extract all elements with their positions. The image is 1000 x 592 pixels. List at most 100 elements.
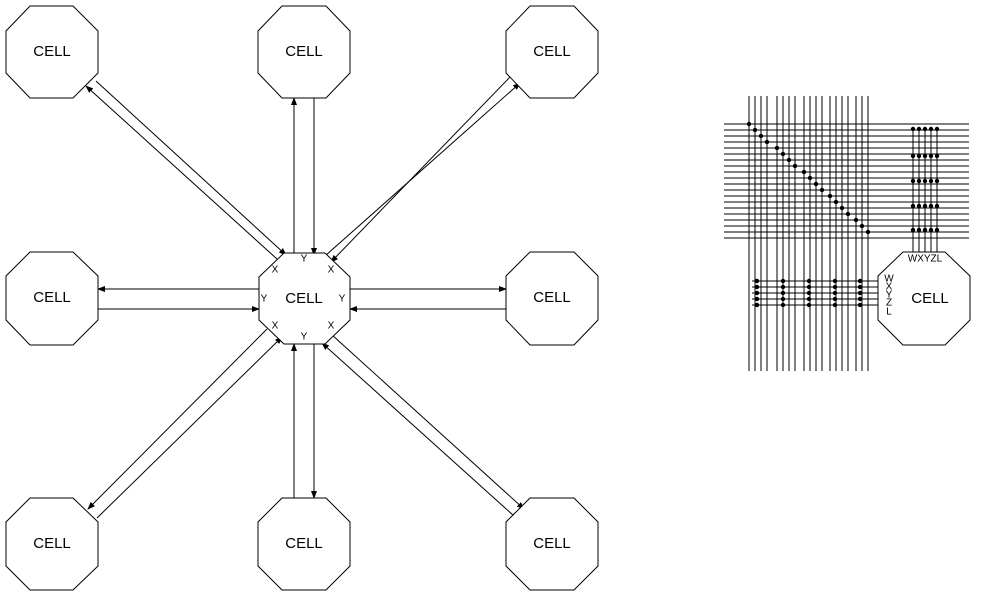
port-label-x: X — [328, 321, 335, 332]
cell-label: CELL — [533, 43, 571, 60]
junction-dot — [857, 290, 863, 296]
junction-dot — [819, 187, 825, 193]
arrow-to-bottom-right — [330, 333, 525, 510]
junction-dot — [839, 205, 845, 211]
cell-label: CELL — [533, 289, 571, 306]
side-port-label-y: Y — [886, 290, 893, 301]
junction-dot — [934, 126, 940, 132]
junction-dot — [758, 133, 764, 139]
junction-dot — [780, 290, 786, 296]
cell-label: CELL — [33, 43, 71, 60]
junction-dot — [928, 153, 934, 159]
port-label-y: Y — [301, 254, 308, 265]
cell-bottom-center: CELL — [257, 497, 351, 591]
junction-dot — [853, 217, 859, 223]
arrow-from-bottom-right — [321, 342, 515, 517]
junction-dot — [922, 126, 928, 132]
cell-label: CELL — [285, 535, 323, 552]
junction-dot — [928, 126, 934, 132]
port-label-x: X — [328, 265, 335, 276]
junction-dot — [910, 126, 916, 132]
side-port-label-z: Z — [886, 298, 892, 309]
junction-dot — [764, 139, 770, 145]
junction-dot — [833, 199, 839, 205]
junction-dot — [916, 153, 922, 159]
junction-dot — [754, 302, 760, 308]
junction-dot — [754, 296, 760, 302]
side-port-labels: W X Y Z L — [884, 274, 894, 318]
cell-middle-left: CELL — [5, 251, 99, 346]
arrow-to-top-left — [85, 85, 278, 260]
junction-dot — [827, 193, 833, 199]
arrow-from-bottom-left — [96, 336, 283, 519]
junction-dot — [813, 181, 819, 187]
arrow-from-top-right — [330, 76, 511, 263]
junction-dot — [859, 223, 865, 229]
junction-dot — [865, 229, 871, 235]
junction-dot — [780, 278, 786, 284]
port-label-y: Y — [339, 294, 346, 305]
junction-dot — [754, 284, 760, 290]
cell-label: CELL — [33, 535, 71, 552]
cell-label: CELL — [285, 43, 323, 60]
detail-cell: CELL WXYZL W X Y Z L — [877, 251, 971, 346]
port-label-x: X — [272, 321, 279, 332]
cell-top-left: CELL — [5, 5, 99, 99]
junction-dot — [916, 227, 922, 233]
junction-dot — [780, 284, 786, 290]
junction-dot — [806, 284, 812, 290]
cell-bottom-left: CELL — [5, 497, 99, 591]
junction-dot — [916, 203, 922, 209]
junction-dot — [752, 127, 758, 133]
cell-top-right: CELL — [505, 5, 599, 99]
arrow-to-top-right — [324, 82, 521, 257]
junction-dot — [910, 203, 916, 209]
junction-dot — [857, 284, 863, 290]
cell-middle-right: CELL — [505, 251, 599, 346]
junction-dot — [928, 227, 934, 233]
junction-dot — [916, 126, 922, 132]
cell-bottom-right: CELL — [505, 497, 599, 591]
junction-dot — [754, 290, 760, 296]
side-port-label-w: W — [884, 274, 894, 285]
junction-dot — [845, 211, 851, 217]
port-label-y: Y — [261, 294, 268, 305]
junction-dot — [792, 163, 798, 169]
junction-dot — [934, 203, 940, 209]
side-port-label-l: L — [886, 307, 892, 318]
junction-dot — [910, 153, 916, 159]
junction-dot — [780, 151, 786, 157]
junction-dot — [934, 153, 940, 159]
junction-dot — [934, 178, 940, 184]
junction-dot — [916, 178, 922, 184]
junction-dot — [807, 175, 813, 181]
junction-dot — [928, 203, 934, 209]
junction-dot — [832, 302, 838, 308]
junction-dot — [806, 302, 812, 308]
junction-dot — [928, 178, 934, 184]
junction-dot — [922, 153, 928, 159]
junction-dot — [832, 290, 838, 296]
junction-dot — [780, 302, 786, 308]
junction-dot — [922, 203, 928, 209]
junction-dot — [857, 296, 863, 302]
junction-dot — [806, 290, 812, 296]
junction-dot — [832, 278, 838, 284]
junction-dot — [806, 278, 812, 284]
junction-dot — [934, 227, 940, 233]
detail-cell-label: CELL — [911, 290, 949, 307]
port-label-y: Y — [301, 332, 308, 343]
junction-dot — [832, 296, 838, 302]
arrow-from-top-left — [95, 80, 287, 256]
top-port-labels: WXYZL — [908, 254, 943, 265]
cell-top-center: CELL — [257, 5, 351, 99]
junction-dot — [754, 278, 760, 284]
junction-dot — [922, 227, 928, 233]
center-cell: CELL X Y X Y Y X Y X — [258, 252, 351, 345]
port-label-x: X — [272, 265, 279, 276]
junction-dot — [857, 302, 863, 308]
junction-dot — [780, 296, 786, 302]
side-port-label-x: X — [886, 282, 893, 293]
junction-dot — [786, 157, 792, 163]
